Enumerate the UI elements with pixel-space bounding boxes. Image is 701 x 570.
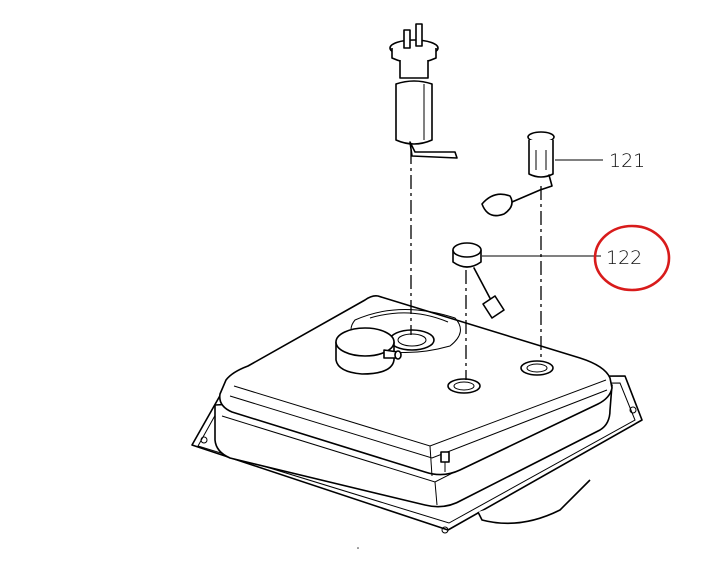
mount-hole-icon	[629, 406, 637, 414]
fuel-tank	[191, 295, 643, 534]
filler-neck	[335, 327, 402, 375]
mount-hole-icon	[200, 436, 208, 444]
fuel-pump-module	[389, 23, 458, 159]
tank-top	[218, 295, 613, 476]
sender-port-left	[447, 378, 481, 394]
callout-label-122: 122	[606, 247, 642, 269]
stray-dot	[357, 547, 359, 549]
highlight-circle	[593, 224, 671, 292]
mount-hole-icon	[441, 526, 449, 534]
fuel-level-sender-122	[452, 242, 505, 319]
bolt-icon	[440, 451, 450, 472]
fuel-level-sender-121	[481, 131, 555, 217]
callout-label-121: 121	[609, 150, 645, 172]
pump-opening	[389, 329, 435, 351]
sender-port-right	[520, 360, 554, 376]
